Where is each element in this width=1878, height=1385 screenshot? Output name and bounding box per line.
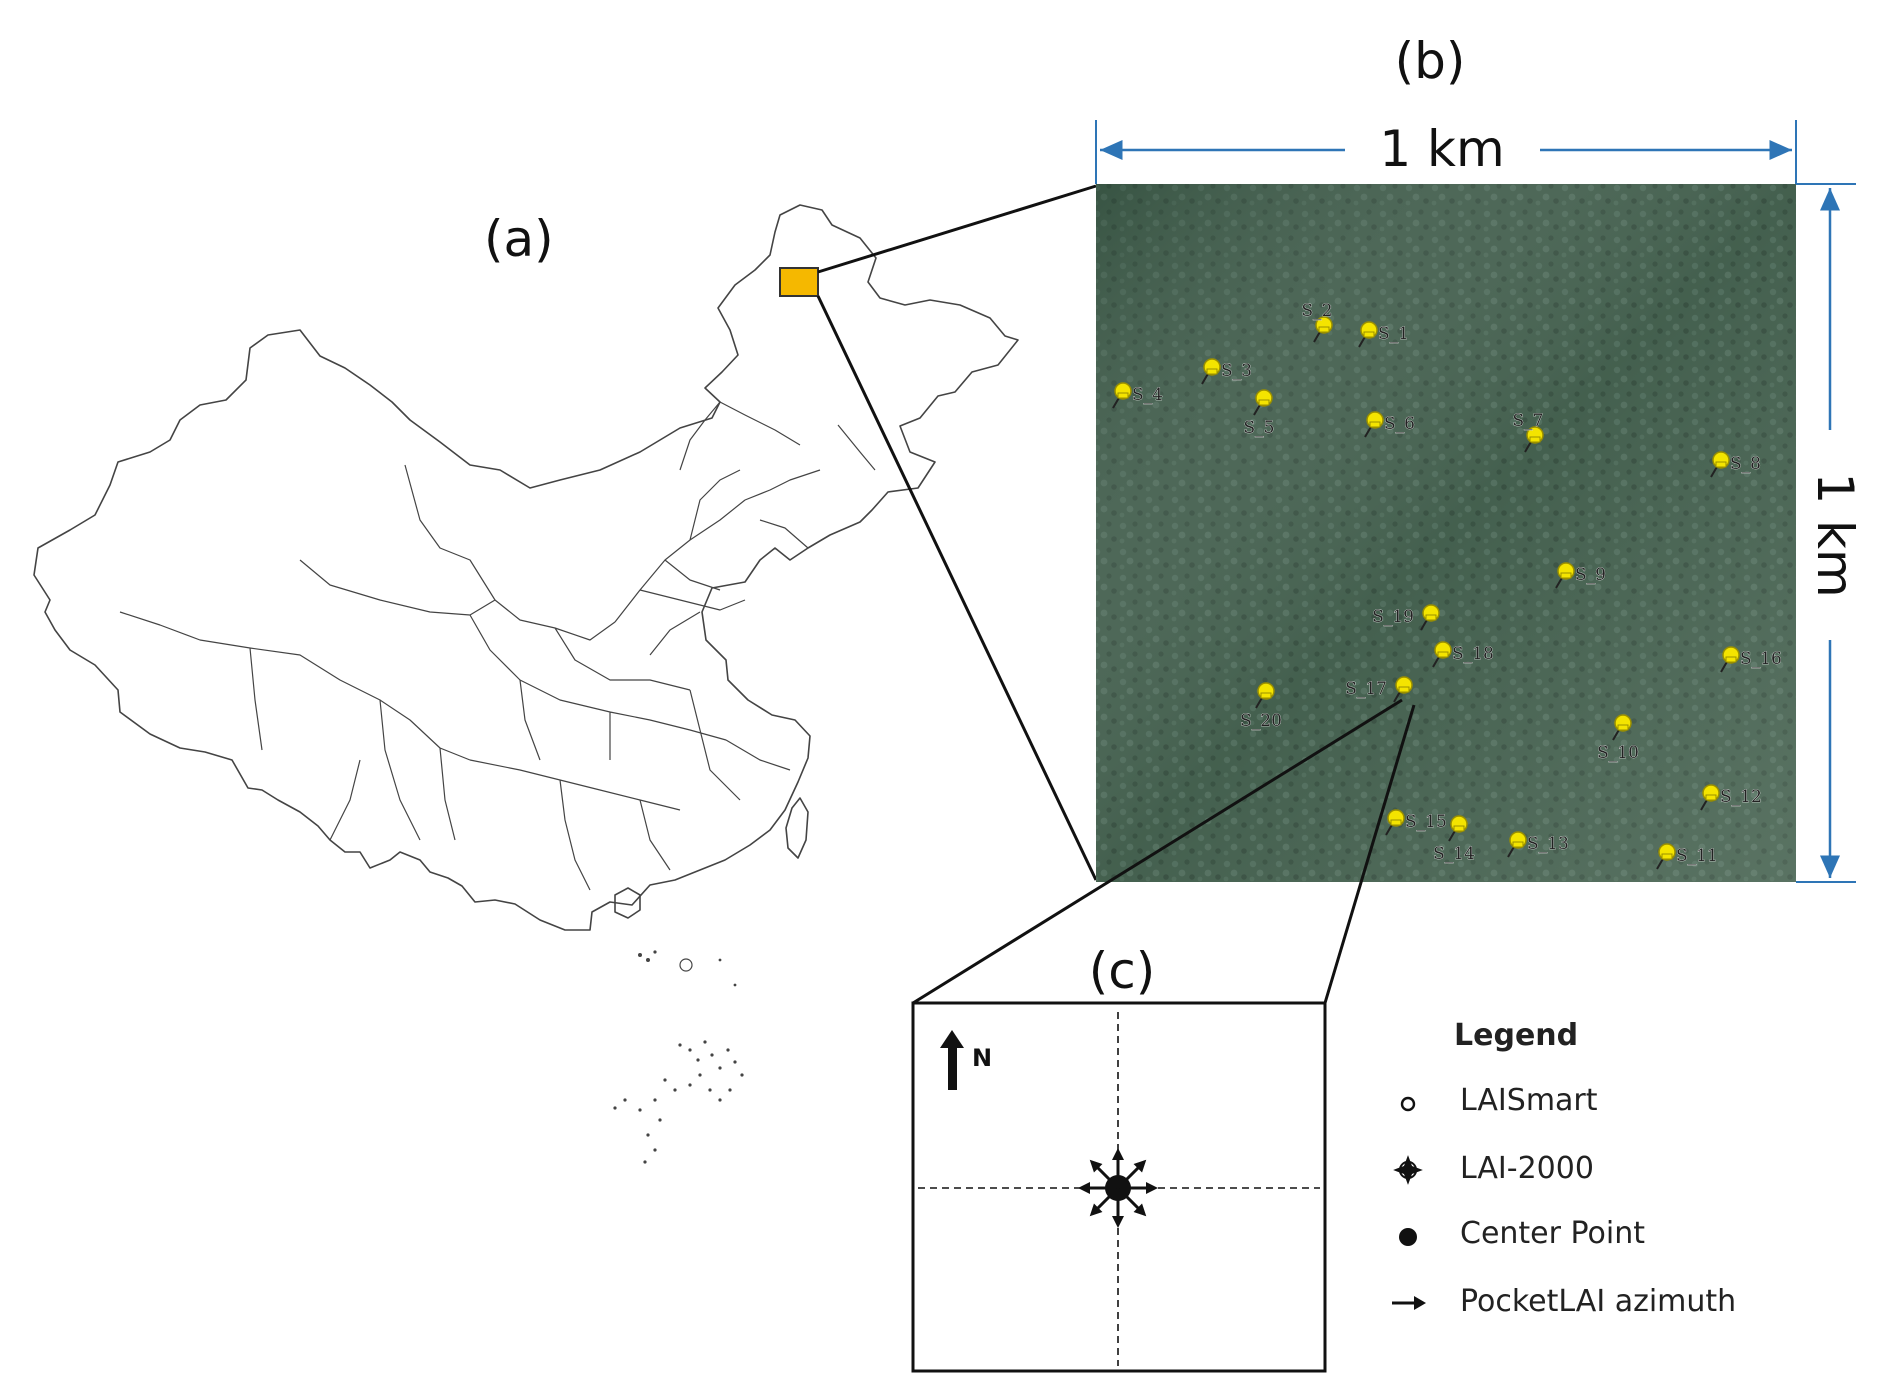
hainan-island <box>614 887 641 919</box>
site-pin: S_7 <box>1512 411 1544 453</box>
north-arrow: N <box>940 1030 992 1090</box>
arrow-right-icon <box>1392 1296 1426 1310</box>
site-label: S_2 <box>1302 301 1333 321</box>
site-label: S_5 <box>1244 418 1275 438</box>
china-map <box>33 204 1019 1164</box>
site-label: S_19 <box>1372 607 1414 627</box>
taiwan-island <box>785 797 809 859</box>
connector-line-top <box>817 184 1097 274</box>
site-label: S_8 <box>1730 454 1761 474</box>
connector-line-c-right <box>1323 704 1416 1004</box>
study-area-marker <box>779 267 819 297</box>
pocketlai-azimuth-arrows <box>1078 1148 1158 1228</box>
site-label: S_9 <box>1575 565 1606 585</box>
site-pin: S_8 <box>1710 451 1761 478</box>
site-label: S_15 <box>1405 812 1447 832</box>
site-pin: S_5 <box>1243 389 1275 438</box>
panel-b-label: (b) <box>1395 32 1466 90</box>
site-pin: S_18 <box>1432 641 1494 668</box>
width-scale-label: 1 km <box>1379 120 1504 178</box>
site-pin: S_4 <box>1112 382 1163 409</box>
north-label: N <box>972 1044 992 1072</box>
site-pin: S_3 <box>1201 358 1252 385</box>
site-label: S_14 <box>1433 844 1475 864</box>
legend-item: PocketLAI azimuth <box>1392 1284 1736 1319</box>
site-label: S_11 <box>1676 846 1718 866</box>
site-pin: S_9 <box>1555 562 1606 589</box>
site-pin: S_15 <box>1385 809 1447 836</box>
site-label: S_17 <box>1345 679 1387 699</box>
site-pin: S_12 <box>1700 784 1762 811</box>
south-china-sea-islands <box>613 950 744 1164</box>
site-pin: S_2 <box>1301 301 1333 343</box>
open-circle-icon <box>1400 1096 1416 1112</box>
site-pin: S_17 <box>1345 676 1413 703</box>
site-label: S_1 <box>1378 324 1409 344</box>
china-outline <box>33 204 1019 931</box>
width-scale: 1 km <box>1095 120 1797 184</box>
site-label: S_4 <box>1132 385 1163 405</box>
legend-title: Legend <box>1454 1018 1578 1053</box>
site-pin: S_14 <box>1433 815 1475 864</box>
site-pin: S_16 <box>1720 646 1782 673</box>
four-point-star-icon <box>1393 1155 1423 1185</box>
province-lines <box>119 401 876 891</box>
site-pin: S_11 <box>1656 843 1718 870</box>
panel-a-label: (a) <box>484 210 554 268</box>
site-pin: S_20 <box>1240 682 1282 731</box>
site-label: S_7 <box>1513 411 1544 431</box>
site-label: S_13 <box>1527 834 1569 854</box>
height-scale-label: 1 km <box>1806 472 1864 597</box>
site-label: S_6 <box>1384 414 1415 434</box>
connector-line-bottom <box>816 295 1098 881</box>
site-pin: S_19 <box>1372 604 1440 631</box>
site-label: S_16 <box>1740 649 1782 669</box>
connector-line-c-left <box>912 698 1403 1005</box>
site-pin: S_10 <box>1597 714 1639 763</box>
satellite-image <box>1096 184 1796 882</box>
panel-c-label: (c) <box>1089 942 1156 1000</box>
filled-circle-icon <box>1399 1228 1417 1246</box>
site-pin: S_6 <box>1364 411 1415 438</box>
site-label: S_12 <box>1720 787 1762 807</box>
site-pin: S_1 <box>1358 321 1409 348</box>
legend-item: LAI-2000 <box>1393 1151 1594 1186</box>
sampling-scheme <box>918 1012 1320 1366</box>
legend-item: LAISmart <box>1400 1083 1598 1118</box>
site-label: S_3 <box>1221 361 1252 381</box>
site-label: S_20 <box>1240 711 1282 731</box>
legend-item: Center Point <box>1399 1216 1645 1251</box>
height-scale: 1 km <box>1796 183 1864 883</box>
site-label: S_18 <box>1452 644 1494 664</box>
legend-label: PocketLAI azimuth <box>1460 1284 1736 1319</box>
legend-label: LAI-2000 <box>1460 1151 1594 1186</box>
legend-label: LAISmart <box>1460 1083 1598 1118</box>
legend-label: Center Point <box>1460 1216 1645 1251</box>
site-pin: S_13 <box>1507 831 1569 858</box>
site-label: S_10 <box>1597 743 1639 763</box>
